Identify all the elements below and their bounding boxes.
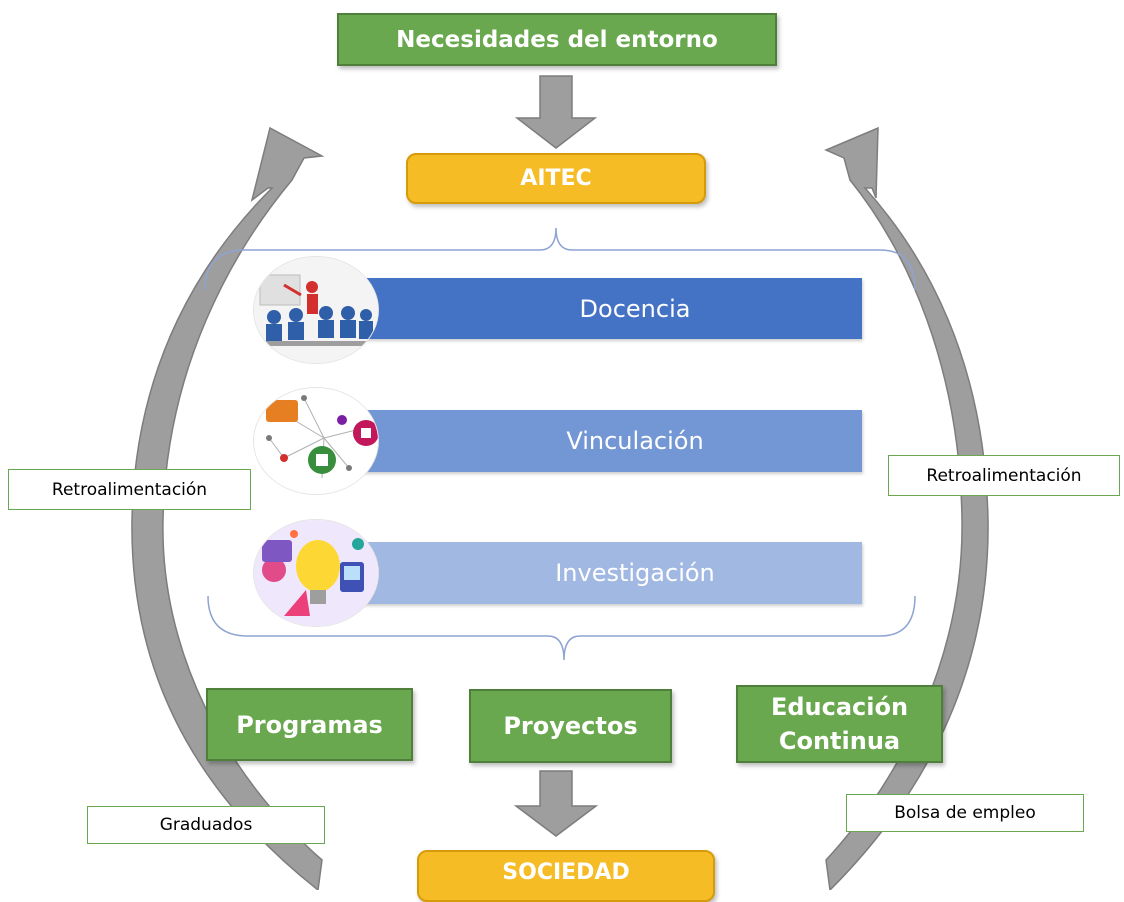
output-label-proyectos: Proyectos [503,712,638,740]
job-board-label: Bolsa de empleo [846,794,1084,832]
left-feedback-label: Retroalimentación [8,469,251,510]
society-box: SOCIEDAD [417,850,715,902]
output-label-educacion-continua: Educación Continua [770,693,909,755]
output-label-programas: Programas [236,710,383,739]
function-label-investigacion: Investigación [555,559,715,587]
right-feedback-label: Retroalimentación [888,455,1120,496]
network-icon [254,388,378,494]
needs-box: Necesidades del entorno [337,13,777,66]
top-brace [204,227,916,291]
right-feedback-arrow [824,126,989,890]
graduates-text: Graduados [159,815,253,835]
down-arrow-top [514,75,598,149]
lightbulb-icon [254,520,378,626]
aitec-label: AITEC [520,166,592,191]
graduates-label: Graduados [87,806,325,844]
bottom-brace [207,595,916,661]
function-bar-investigacion: Investigación [318,542,862,604]
left-feedback-text: Retroalimentación [51,479,208,500]
job-board-text: Bolsa de empleo [894,803,1036,823]
output-programas: Programas [206,688,413,761]
output-educacion-continua: Educación Continua [736,685,943,763]
right-feedback-text: Retroalimentación [926,465,1082,486]
function-bar-docencia: Docencia [318,278,862,339]
society-label: SOCIEDAD [502,860,630,885]
classroom-icon [254,257,378,363]
output-proyectos: Proyectos [469,689,672,763]
needs-label: Necesidades del entorno [396,26,718,53]
function-bar-vinculacion: Vinculación [318,410,862,472]
function-label-vinculacion: Vinculación [566,427,704,455]
left-feedback-arrow [131,126,325,890]
aitec-box: AITEC [406,153,706,204]
down-arrow-bottom [513,770,599,837]
function-label-docencia: Docencia [579,294,691,323]
